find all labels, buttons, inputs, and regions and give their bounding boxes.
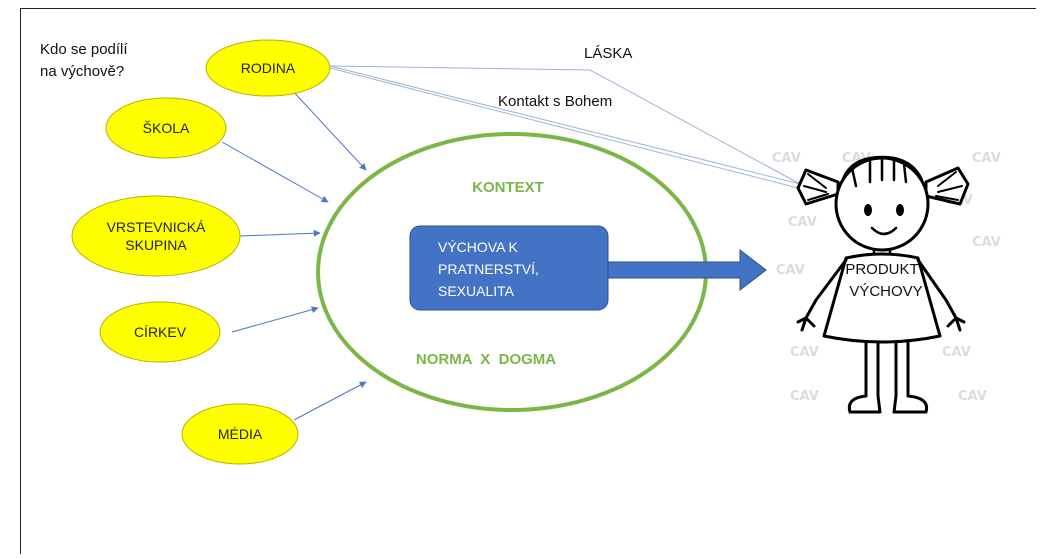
arm-right-icon: [916, 258, 966, 332]
watermark-text: CAV: [788, 215, 817, 230]
slide-frame: [20, 8, 1036, 554]
oval-label: RODINA: [241, 60, 296, 76]
legs-icon: [864, 340, 910, 398]
oval-cirkev: [99, 301, 221, 363]
oval-media: [181, 403, 299, 465]
watermark-text: CAV: [972, 235, 1001, 250]
eye-left-icon: [864, 204, 872, 216]
watermark-text: CAV: [776, 263, 805, 278]
laska-line-down: [589, 69, 801, 185]
influence-skola: ŠKOLA: [105, 97, 227, 159]
oval-label: SKUPINA: [125, 237, 187, 253]
pigtail-right-strands: [935, 171, 963, 201]
arrow-vrstevnicka: [239, 229, 321, 237]
influence-cirkev: CÍRKEV: [99, 301, 221, 363]
smile-icon: [870, 226, 898, 236]
oval-vrstevnicka: [71, 195, 241, 277]
influence-vrstevnicka: VRSTEVNICKÁ SKUPINA: [71, 195, 241, 277]
laska-line: [329, 65, 801, 185]
watermark-text: CAV: [772, 151, 801, 166]
watermark-text: CAV: [942, 345, 971, 360]
influence-rodina: RODINA: [205, 39, 331, 97]
laska-line-upper: [329, 65, 591, 71]
laska-label: LÁSKA: [584, 45, 632, 62]
watermark-text: CAV: [958, 389, 987, 404]
question-line-2: na výchově?: [40, 63, 124, 80]
context-bottom-label: NORMA X DOGMA: [416, 351, 556, 368]
girl-illustration: [796, 155, 970, 414]
influence-media: MÉDIA: [181, 403, 299, 465]
arm-left-icon: [796, 258, 848, 332]
result-arrow: [607, 248, 767, 292]
oval-label: ŠKOLA: [143, 120, 190, 136]
oval-label: VRSTEVNICKÁ: [107, 219, 206, 235]
hair-icon: [840, 155, 924, 188]
center-box-line-1: VÝCHOVA K: [438, 239, 519, 255]
kontakt-label: Kontakt s Bohem: [498, 93, 612, 110]
watermark-text: CAV: [790, 389, 819, 404]
arrow-cirkev: [231, 306, 319, 333]
oval-skola: [105, 97, 227, 159]
center-box-line-3: SEXUALITA: [438, 283, 515, 299]
watermark-text: CAV: [790, 345, 819, 360]
eye-right-icon: [896, 204, 904, 216]
pigtail-left-strands: [803, 173, 829, 201]
oval-rodina: [205, 39, 331, 97]
kontakt-line: [329, 67, 799, 189]
product-line-1: PRODUKT: [845, 261, 918, 278]
context-top-label: KONTEXT: [472, 179, 544, 196]
shoe-right-icon: [892, 394, 929, 414]
product-line-2: VÝCHOVY: [849, 283, 922, 300]
dress-icon: [822, 252, 942, 344]
arrow-rodina: [289, 87, 367, 171]
question-line-1: Kdo se podílí: [40, 41, 128, 58]
arrow-media: [293, 381, 367, 421]
shoe-left-icon: [847, 394, 882, 414]
watermark-text: CAV: [972, 151, 1001, 166]
arrow-skola: [221, 141, 329, 203]
oval-label: CÍRKEV: [134, 324, 187, 340]
oval-label: MÉDIA: [218, 426, 263, 442]
center-box-line-2: PRATNERSTVÍ,: [438, 261, 539, 277]
